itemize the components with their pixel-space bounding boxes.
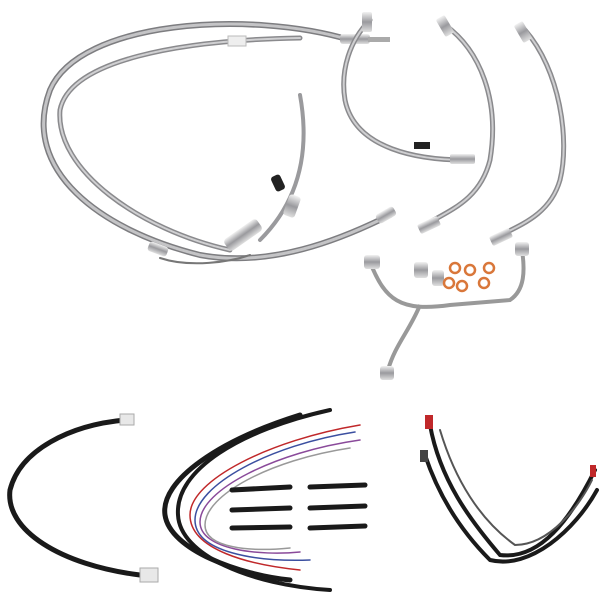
wire-bundle (162, 408, 361, 592)
rubber-boot (271, 174, 285, 192)
braided-brake-lines (341, 17, 567, 241)
heat-shrink-tubes (229, 482, 368, 531)
brake-line-fittings (362, 12, 532, 246)
banjo-bolts (414, 262, 444, 286)
braided-clutch-cable (40, 21, 393, 265)
copper-crush-washers (442, 261, 496, 293)
hard-brake-line (364, 242, 529, 380)
wiring-harness-extension (7, 413, 159, 583)
clutch-cable-fittings (147, 34, 397, 257)
throttle-cables (420, 415, 599, 564)
